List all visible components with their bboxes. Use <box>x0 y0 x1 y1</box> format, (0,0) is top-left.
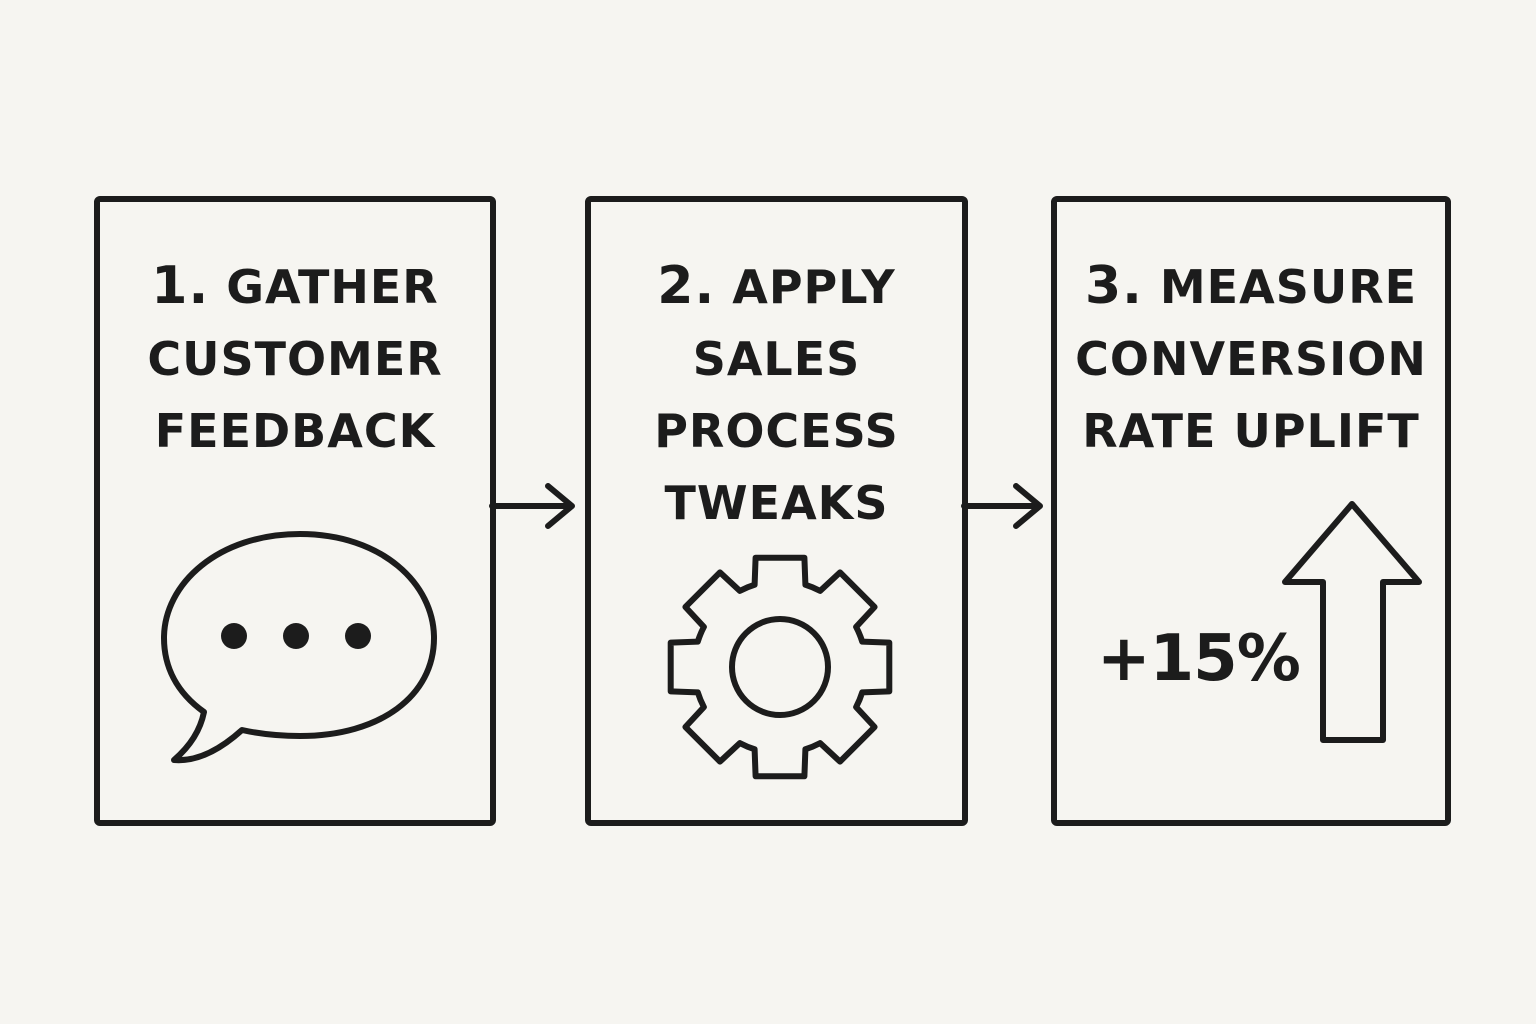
step-1-title-line-2: CUSTOMER <box>147 332 443 386</box>
uplift-value: +15% <box>1097 622 1301 696</box>
typing-dot-1 <box>221 623 247 649</box>
step-2-title: 2. APPLY SALES PROCESS TWEAKS <box>591 250 962 539</box>
step-1-title: 1. GATHER CUSTOMER FEEDBACK <box>100 250 490 467</box>
gear-hole <box>729 616 831 718</box>
step-2-title-line-3: PROCESS <box>654 404 899 458</box>
step-1-panel: 1. GATHER CUSTOMER FEEDBACK <box>94 196 496 826</box>
step-1-title-line-1: 1. GATHER <box>100 250 490 323</box>
step-2-title-word-1: APPLY <box>732 260 896 314</box>
step-2-title-line-2: SALES <box>692 332 861 386</box>
arrow-right-icon <box>961 483 1043 529</box>
gear-icon <box>667 554 893 780</box>
step-3-title-line-2: CONVERSION <box>1075 332 1427 386</box>
step-3-panel: 3. MEASURE CONVERSION RATE UPLIFT +15% <box>1051 196 1451 826</box>
step-3-title: 3. MEASURE CONVERSION RATE UPLIFT <box>1057 250 1445 467</box>
arrow-up-icon <box>1282 501 1422 743</box>
step-1-number: 1. <box>151 256 210 316</box>
gear-outline <box>667 554 893 780</box>
step-3-title-line-1: 3. MEASURE <box>1057 250 1445 323</box>
typing-dot-3 <box>345 623 371 649</box>
gear-body <box>667 554 893 780</box>
step-3-title-line-3: RATE UPLIFT <box>1082 404 1420 458</box>
step-2-title-line-4: TWEAKS <box>664 476 889 530</box>
step-2-title-line-1: 2. APPLY <box>591 250 962 323</box>
step-2-number: 2. <box>657 256 716 316</box>
step-3-number: 3. <box>1084 256 1143 316</box>
step-3-title-word-1: MEASURE <box>1159 260 1418 314</box>
typing-dot-2 <box>283 623 309 649</box>
arrow-right-icon <box>489 483 575 529</box>
step-1-title-word-1: GATHER <box>226 260 439 314</box>
step-2-panel: 2. APPLY SALES PROCESS TWEAKS <box>585 196 968 826</box>
step-1-title-line-3: FEEDBACK <box>154 404 436 458</box>
speech-bubble-icon <box>161 531 437 764</box>
